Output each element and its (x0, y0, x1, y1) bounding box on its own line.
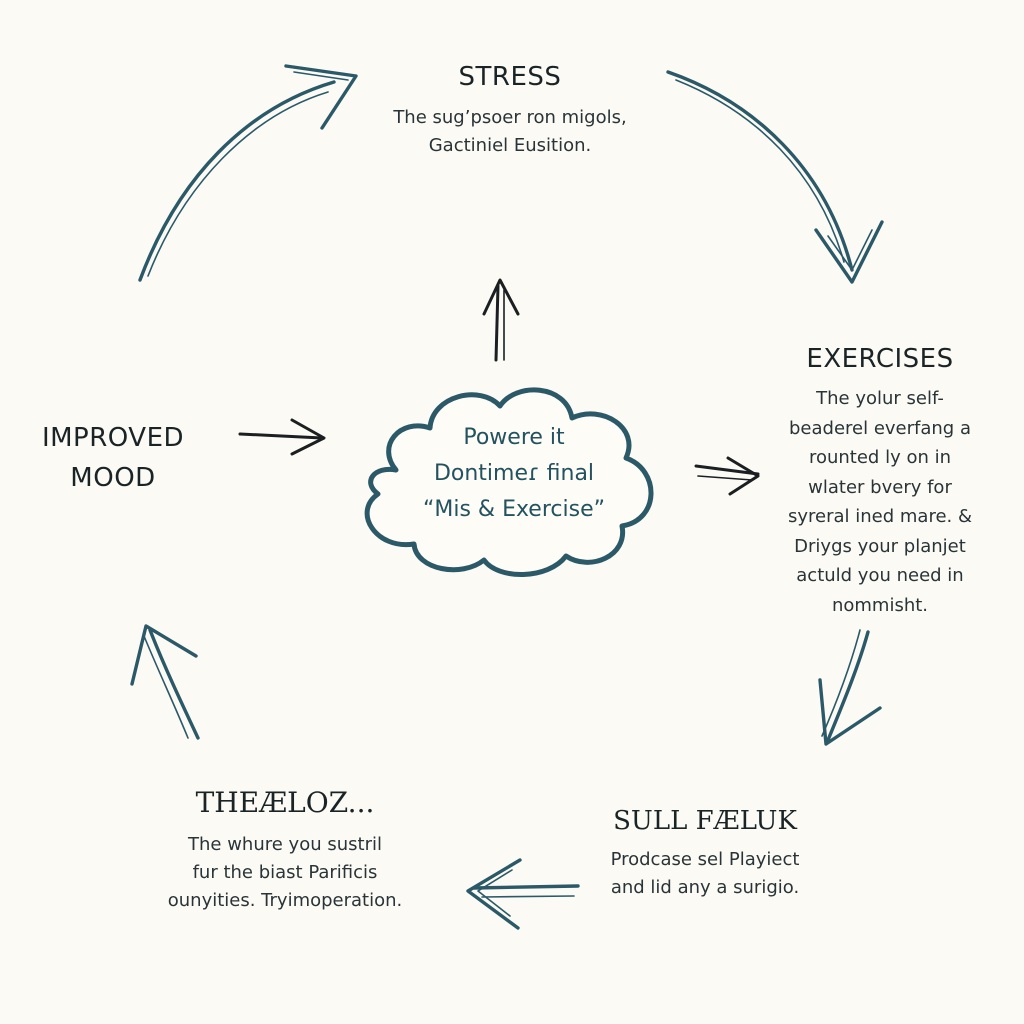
bottom-left-description: The whure you sustril fur the biast Pari… (150, 831, 420, 915)
stress-node: STRESS The sug’psoer ron migols, Gactini… (380, 62, 640, 160)
straight-arrow-icon (482, 278, 520, 362)
improved-mood-title-line: IMPROVED (41, 423, 185, 453)
curved-arrow-icon (666, 70, 884, 284)
description-line: beaderel everfang a (789, 417, 971, 439)
center-concept-text: Powere it Dontimeɾ final “Mis & Exercise… (390, 420, 638, 528)
stress-description: The sug’psoer ron migols, Gactiniel Eusi… (380, 104, 640, 160)
exercises-node: EXERCISES The yolur self- beaderel everf… (772, 344, 988, 620)
exercises-title: EXERCISES (806, 344, 954, 374)
improved-mood-node: IMPROVED MOOD (28, 418, 198, 498)
cloud-icon (364, 387, 654, 577)
curved-arrow-icon (130, 624, 200, 740)
description-line: wlater bvery for (808, 476, 952, 498)
curved-arrow-icon (818, 629, 882, 746)
description-line: The sug’psoer ron migols, (393, 107, 627, 128)
curved-arrow-icon (466, 858, 580, 930)
bottom-left-title: THEÆLOZ... (195, 786, 375, 819)
description-line: fur the biast Parificis (192, 862, 378, 883)
straight-arrow-icon (238, 418, 326, 456)
center-line: Dontimeɾ final (433, 461, 595, 486)
straight-arrow-icon (694, 456, 760, 496)
description-line: nommisht. (831, 594, 929, 616)
description-line: Prodcase sel Playiect (610, 849, 800, 870)
improved-mood-title-line: MOOD (70, 463, 156, 493)
description-line: rounted ly on in (808, 447, 952, 468)
exercises-description: The yolur self- beaderel everfang a roun… (772, 384, 988, 620)
bottom-right-description: Prodcase sel Playiect and lid any a suri… (590, 846, 820, 902)
description-line: ounyities. Tryimoperation. (167, 890, 403, 911)
curved-arrow-icon (138, 64, 358, 282)
description-line: and lid any a surigio. (610, 877, 800, 898)
bottom-right-node: SULL FÆLUK Prodcase sel Playiect and lid… (590, 806, 820, 902)
description-line: The whure you sustril (188, 834, 382, 855)
center-line: “Mis & Exercise” (422, 497, 606, 522)
description-line: actuld you need in (796, 565, 964, 586)
description-line: syreral ined mare. & (787, 506, 973, 527)
description-line: The yolur self- (816, 388, 944, 409)
center-line: Powere it (463, 425, 565, 450)
description-line: Gactiniel Eusition. (428, 135, 592, 156)
bottom-right-title: SULL FÆLUK (613, 806, 797, 836)
description-line: Driygs your planjet (794, 535, 966, 557)
stress-title: STRESS (458, 62, 562, 92)
bottom-left-node: THEÆLOZ... The whure you sustril fur the… (150, 786, 420, 915)
